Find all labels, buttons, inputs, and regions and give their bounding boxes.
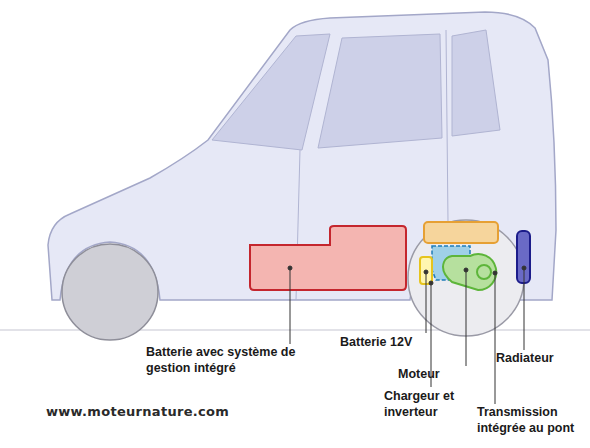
- rear-window: [452, 30, 500, 136]
- axle: [477, 265, 491, 279]
- part-label: Batterie avec système de gestion intégré: [146, 344, 296, 376]
- watermark: www.moteurnature.com: [46, 404, 246, 420]
- part-label: Chargeur et inverteur: [384, 388, 464, 420]
- front-wheel: [62, 244, 158, 340]
- traction-battery: [250, 226, 406, 290]
- windshield: [212, 34, 330, 150]
- transmission: [443, 254, 496, 290]
- side-window: [318, 34, 442, 148]
- part-label: Radiateur: [496, 350, 586, 366]
- charger-inverter: [424, 222, 498, 243]
- part-label: Moteur: [398, 366, 468, 382]
- leader-lines: [288, 266, 526, 404]
- pillar-line: [446, 30, 448, 222]
- part-label: Transmission intégrée au pont: [477, 404, 585, 436]
- part-label: Batterie 12V: [340, 334, 430, 350]
